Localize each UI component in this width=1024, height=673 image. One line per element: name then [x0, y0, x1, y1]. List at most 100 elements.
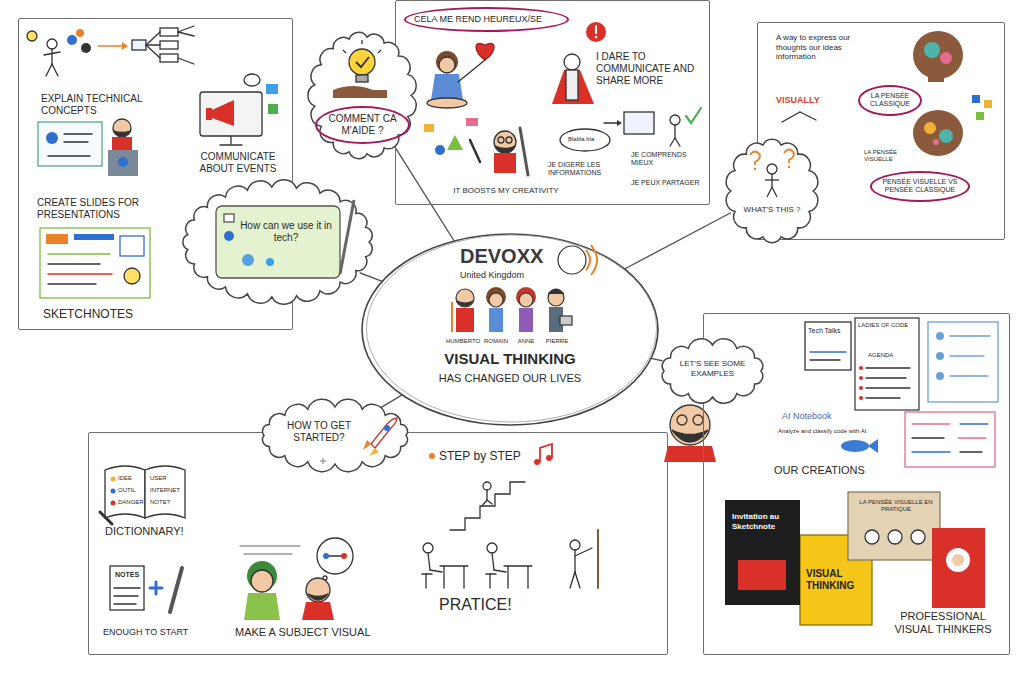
- sketch-doodles: [244, 74, 260, 86]
- sketch-doodles: [486, 490, 487, 500]
- rocket-sketch: [363, 440, 371, 450]
- sketch-doodles: [425, 574, 426, 588]
- sketch-doodles: [972, 95, 980, 103]
- text-slot: PIERRE: [541, 338, 573, 345]
- sketch-doodles: [422, 573, 432, 574]
- sketch-doodles: [859, 366, 863, 370]
- circled-text: COMMENT CA M'AIDE ?: [315, 106, 410, 144]
- node-text: HUMBERTO: [446, 338, 480, 345]
- lightbulb-sketch: [333, 40, 387, 98]
- sketch-doodles: [105, 466, 145, 518]
- rocket-sketch: [320, 460, 326, 461]
- team-sketch: [457, 301, 473, 306]
- sketch-doodles: [160, 54, 178, 62]
- sketch-doodles: [200, 92, 262, 136]
- sketch-doodles: [566, 70, 578, 100]
- sketch-doodles: [110, 566, 144, 610]
- thought-cloud: How can we use it in tech?: [178, 178, 378, 306]
- sketch-doodles: [924, 122, 936, 134]
- node-text: SKETCHNOTES: [43, 307, 183, 321]
- sketch-doodles: [865, 530, 879, 544]
- sketch-doodles: [424, 124, 434, 132]
- doodle-label: NOTES: [115, 571, 143, 579]
- sketch-doodles: [670, 115, 680, 125]
- sketch-doodles: [933, 139, 939, 145]
- text-slot: ANNE: [512, 338, 540, 345]
- sketch-doodles: [520, 128, 528, 175]
- node-text: How can we use it in tech?: [240, 220, 332, 244]
- sketch-doodles: [170, 568, 182, 612]
- sketch-doodles: [940, 52, 952, 64]
- sketch-doodles: [244, 593, 280, 620]
- text-slot: Blabla bla: [568, 136, 608, 143]
- text-slot: LADIES OF CODE: [858, 322, 916, 329]
- text-slot: COMMENT CA M'AIDE ?: [315, 106, 410, 144]
- sketch-doodles: [675, 138, 680, 146]
- sketch-doodles: [494, 570, 506, 572]
- sketch-doodles: [810, 359, 840, 360]
- panel: CELA ME REND HEUREUX/SEI DARE TO COMMUNI…: [395, 0, 710, 205]
- tablet-sketch: [224, 214, 234, 222]
- connector: [395, 146, 455, 241]
- sketch-doodles: [664, 446, 716, 462]
- sketch-doodles: [960, 423, 988, 424]
- sketch-doodles: [46, 64, 52, 76]
- sketch-doodles: [44, 52, 60, 55]
- sketch-doodles: [48, 253, 110, 254]
- node-text: I DARE TO COMMUNICATE AND SHARE MORE: [596, 51, 704, 87]
- text-slot: ROMAIN: [480, 338, 512, 345]
- sketch-doodles: [677, 415, 687, 425]
- rocket-sketch: [369, 448, 379, 456]
- doodle-label: INTERNET: [150, 487, 184, 494]
- sketch-doodles: [463, 566, 464, 588]
- node-text: JE COMPRENDS MIEUX: [631, 151, 703, 168]
- sketch-doodles: [487, 500, 492, 504]
- sketch-doodles: [670, 405, 710, 445]
- sketch-doodles: [805, 322, 851, 370]
- circled-text: PENSÉE VISUELLE VS PENSÉE CLASSIQUE: [870, 171, 970, 202]
- sketch-doodles: [476, 43, 494, 60]
- doodle-label: Blabla bla: [568, 136, 608, 143]
- doodle-label: Analyze and classify code with AI: [778, 428, 908, 435]
- sketch-doodles: [950, 355, 984, 356]
- sketch-doodles: [693, 415, 703, 425]
- sketch-doodles: [482, 500, 487, 506]
- sketch-doodles: [450, 482, 525, 530]
- sketch-doodles: [855, 318, 919, 410]
- node-text: JE DIGERE LES INFORMATIONS: [548, 161, 623, 178]
- sketch-doodles: [160, 41, 178, 49]
- sketch-doodles: [494, 131, 516, 153]
- sketch-doodles: [950, 335, 990, 336]
- sketch-doodles: [946, 548, 970, 572]
- text-slot: DEVOXX: [460, 244, 560, 268]
- sketch-doodles: [124, 268, 140, 284]
- sketch-doodles: [859, 376, 863, 380]
- sketch-doodles: [859, 386, 863, 390]
- node-text: LET'S SEE SOME EXAMPLES: [667, 359, 758, 378]
- sketch-doodles: [913, 110, 963, 156]
- lightbulb-sketch: [349, 49, 375, 75]
- sketch-doodles: [866, 387, 910, 388]
- sketch-doodles: [984, 100, 992, 108]
- doodle-label: OUTIL: [118, 487, 144, 494]
- sketch-doodles: [595, 36, 598, 39]
- sketch-doodles: [487, 543, 497, 553]
- cloud-outline: [722, 135, 822, 247]
- tablet-sketch: [340, 200, 354, 274]
- tablet-sketch: [216, 206, 340, 278]
- sketch-doodles: [570, 572, 575, 588]
- lightbulb-sketch: [356, 57, 369, 67]
- sketch-doodles: [913, 31, 963, 79]
- cloud-outline: [726, 139, 818, 242]
- sketch-doodles: [178, 32, 194, 36]
- sketch-doodles: [912, 451, 950, 452]
- node-text: OUR CREATIONS: [774, 464, 894, 477]
- team-sketch: [489, 293, 503, 307]
- team-sketch: [456, 289, 474, 307]
- text-slot: NOTES: [115, 571, 143, 579]
- text-slot: Tech Talks: [808, 327, 850, 335]
- sketch-doodles: [111, 477, 116, 482]
- sketch-doodles: [489, 574, 490, 588]
- doodle-label: LADIES OF CODE: [858, 322, 916, 329]
- sketch-doodles: [866, 367, 910, 368]
